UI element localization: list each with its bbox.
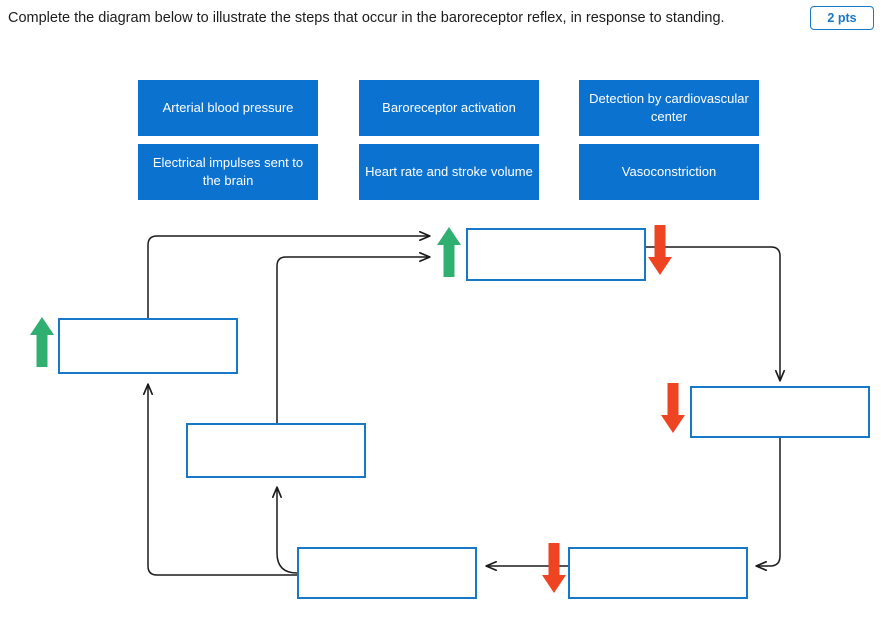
drop-target-left[interactable] <box>58 318 238 374</box>
word-bank-tile-detection-by-cardiovascular-center[interactable]: Detection by cardiovascular center <box>579 80 759 136</box>
increase-arrow-up-icon-top-box <box>437 227 461 277</box>
decrease-arrow-down-icon-top-box <box>648 225 672 275</box>
word-bank-tile-arterial-blood-pressure[interactable]: Arterial blood pressure <box>138 80 318 136</box>
word-bank-tile-heart-rate-and-stroke-volume[interactable]: Heart rate and stroke volume <box>359 144 539 200</box>
drop-target-bottom-right[interactable] <box>568 547 748 599</box>
word-bank-tile-baroreceptor-activation[interactable]: Baroreceptor activation <box>359 80 539 136</box>
drop-target-bottom-left[interactable] <box>297 547 477 599</box>
points-badge: 2 pts <box>810 6 874 30</box>
decrease-arrow-down-icon-bottom-right-box <box>542 543 566 593</box>
decrease-arrow-down-icon-right-box <box>661 383 685 433</box>
drop-target-middle[interactable] <box>186 423 366 478</box>
drop-target-top[interactable] <box>466 228 646 281</box>
increase-arrow-up-icon-left-box <box>30 317 54 367</box>
word-bank: Arterial blood pressure Baroreceptor act… <box>138 80 760 204</box>
word-bank-tile-vasoconstriction[interactable]: Vasoconstriction <box>579 144 759 200</box>
drop-target-right[interactable] <box>690 386 870 438</box>
word-bank-tile-electrical-impulses-sent-to-the-brain[interactable]: Electrical impulses sent to the brain <box>138 144 318 200</box>
question-prompt: Complete the diagram below to illustrate… <box>8 10 725 26</box>
